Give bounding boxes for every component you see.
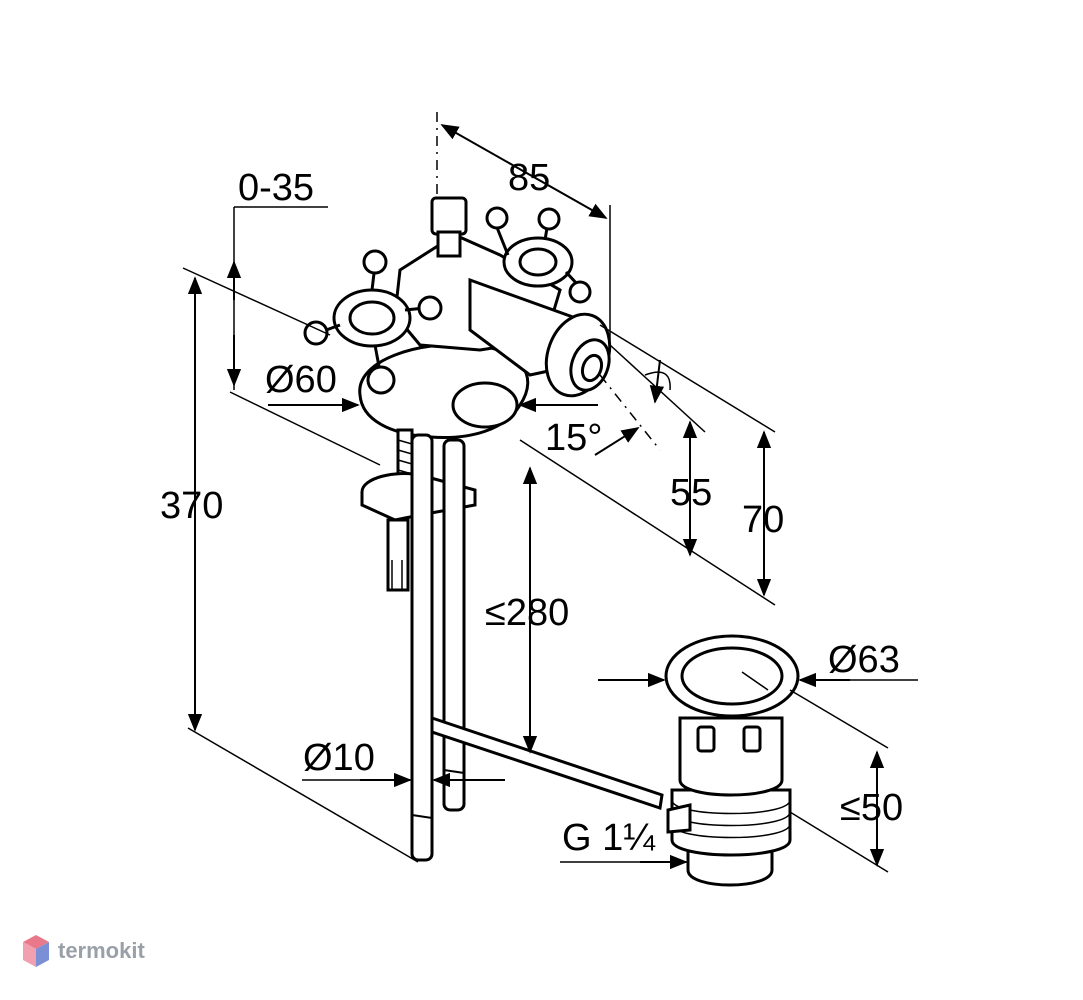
mounting-hardware <box>360 428 664 862</box>
dim-dia-60-label: Ø60 <box>265 359 337 401</box>
dim-angle-15-label: 15° <box>545 417 602 459</box>
dim-max-50-label: ≤50 <box>840 787 903 829</box>
dim-width-85-label: 85 <box>508 157 550 199</box>
left-cross-handle <box>303 249 443 395</box>
dim-max-280-label: ≤280 <box>485 592 569 634</box>
dim-height-70-label: 70 <box>742 499 784 541</box>
dim-dia-10-label: Ø10 <box>303 737 375 779</box>
cube-logo-icon <box>23 935 49 967</box>
mixer-body <box>358 196 612 439</box>
dim-adjust-label: 0-35 <box>238 167 314 209</box>
dim-dia-63-label: Ø63 <box>828 639 900 681</box>
dimension-lines <box>182 112 918 873</box>
dim-height-55-label: 55 <box>670 472 712 514</box>
pop-up-waste <box>664 634 800 887</box>
dim-thread-label: G 1¼ <box>562 817 656 859</box>
watermark-brand: termokit <box>58 938 145 963</box>
watermark: termokit <box>22 934 145 968</box>
dim-height-370-label: 370 <box>160 485 223 527</box>
